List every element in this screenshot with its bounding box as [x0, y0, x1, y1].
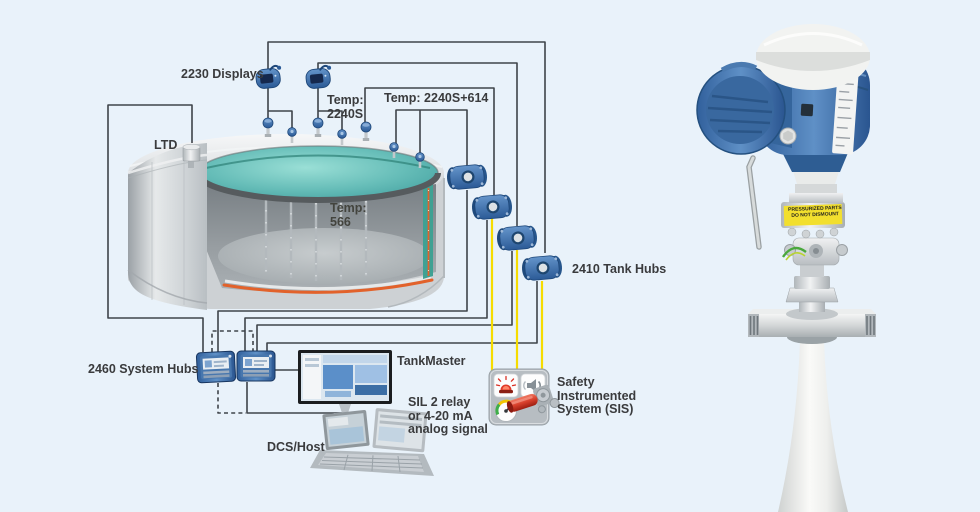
sis-signal-lines — [490, 218, 544, 371]
level-gauge-sensor — [262, 117, 274, 138]
tankmaster-monitor — [298, 350, 392, 417]
pressurized-parts-warning-label: PRESSURIZED PARTS DO NOT DISMOUNT — [783, 205, 847, 219]
tank-hub-2410 — [495, 224, 539, 252]
system-hub-2460 — [236, 350, 276, 382]
system-hub-2460-devices — [195, 350, 276, 384]
alarm-beacon-icon — [493, 373, 519, 398]
tank-hub-2410 — [470, 193, 514, 221]
label-tankmaster: TankMaster — [397, 354, 466, 368]
label-dcs-host: DCS/Host — [267, 440, 325, 454]
warning-label-band — [781, 202, 845, 228]
label-sis-line1: Safety — [557, 375, 595, 389]
label-2460-system-hubs: 2460 System Hubs — [88, 362, 199, 376]
label-temp-2240s-line2: 2240S — [327, 106, 364, 121]
level-gauge-sensor — [312, 117, 324, 138]
ball-valve — [746, 155, 848, 312]
label-sis: Safety Instrumented System (SIS) — [557, 375, 637, 417]
label-temp-566: Temp: 566 — [330, 201, 367, 229]
display-2230-devices — [253, 64, 335, 91]
redundancy-dashed-wiring — [211, 330, 254, 414]
sis-panel — [488, 368, 560, 426]
storage-tank — [127, 134, 445, 310]
label-sil-line2: or 4-20 mA — [408, 408, 473, 423]
dcs-host-computers — [310, 408, 434, 476]
temperature-sensor-2240s-614 — [360, 121, 372, 142]
system-hub-2460 — [195, 350, 237, 384]
side-cover — [696, 62, 792, 155]
label-temp-2240s: Temp: 2240S — [327, 93, 364, 121]
radar-gauge-photo — [696, 24, 876, 512]
label-2230-displays: 2230 Displays — [181, 67, 264, 81]
label-sil-signal: SIL 2 relay or 4-20 mA analog signal — [408, 395, 488, 437]
dome-cap — [756, 24, 870, 90]
label-sis-line2: Instrumented — [557, 388, 637, 403]
label-temp-566-line2: 566 — [330, 214, 351, 229]
tank-hub-2410 — [445, 163, 489, 191]
label-sil-line3: analog signal — [408, 422, 488, 436]
label-temp-2240s-614: Temp: 2240S+614 — [384, 91, 489, 105]
antenna-cone — [778, 340, 848, 512]
label-ltd: LTD — [154, 138, 178, 152]
label-temp-566-line1: Temp: — [330, 201, 367, 215]
ltd-device — [182, 143, 201, 168]
tank-hub-2410 — [520, 254, 564, 282]
mounting-flange — [748, 308, 876, 344]
label-sil-line1: SIL 2 relay — [408, 395, 471, 409]
display-2230 — [303, 64, 335, 91]
label-temp-2240s-line1: Temp: — [327, 93, 364, 107]
label-sis-line3: System (SIS) — [557, 402, 634, 416]
valve-icon — [506, 384, 560, 414]
label-2410-tank-hubs: 2410 Tank Hubs — [572, 262, 667, 276]
